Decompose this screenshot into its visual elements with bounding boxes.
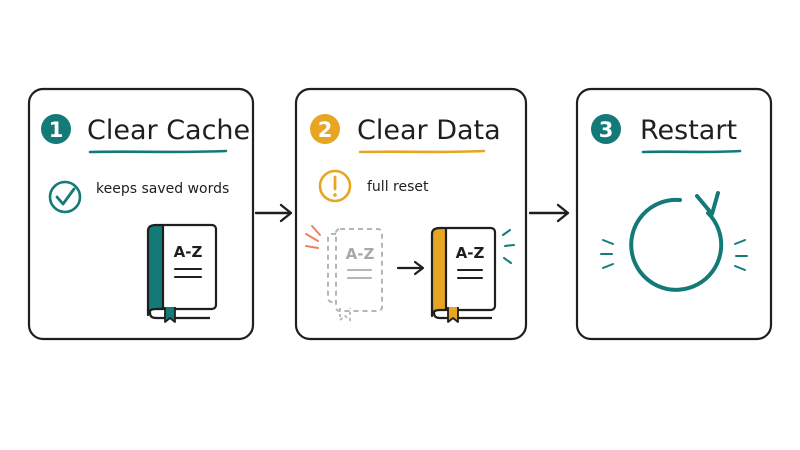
exclamation-circle-icon (318, 169, 352, 203)
step-number-badge-2 (310, 114, 340, 144)
faded-book-icon: A-Z (305, 225, 383, 322)
step-card-1: 1 Clear Cache keeps saved words A-Z (27, 87, 255, 341)
step-number-badge-3 (591, 114, 621, 144)
step-card-2: 2 Clear Data full reset A-Z (294, 87, 528, 341)
step-number-1: 1 (49, 118, 64, 142)
fresh-book-icon: A-Z (430, 226, 515, 323)
step-title-1: Clear Cache (87, 115, 250, 146)
checkmark-circle-icon (48, 180, 82, 214)
step-card-3: 3 Restart (575, 87, 773, 341)
step-title-underline-1 (88, 149, 228, 154)
step-title-underline-3 (641, 149, 742, 154)
step-note-2: full reset (367, 179, 429, 195)
book-label-1: A-Z (174, 243, 203, 261)
step-note-1: keeps saved words (96, 181, 229, 197)
step-title-3: Restart (640, 115, 737, 146)
step-number-badge-1 (41, 114, 71, 144)
restart-arrow-icon (600, 191, 748, 292)
step-title-underline-2 (358, 149, 486, 154)
step-title-2: Clear Data (357, 115, 501, 146)
book-label-old: A-Z (346, 245, 375, 263)
arrow-step2-to-step3-head (556, 203, 570, 223)
step-number-3: 3 (599, 118, 614, 142)
book-label-new: A-Z (456, 244, 485, 262)
step-number-2: 2 (318, 118, 333, 142)
book-transition-arrow-head (413, 260, 425, 276)
arrow-step1-to-step2-head (279, 203, 293, 223)
book-icon: A-Z (146, 223, 218, 323)
